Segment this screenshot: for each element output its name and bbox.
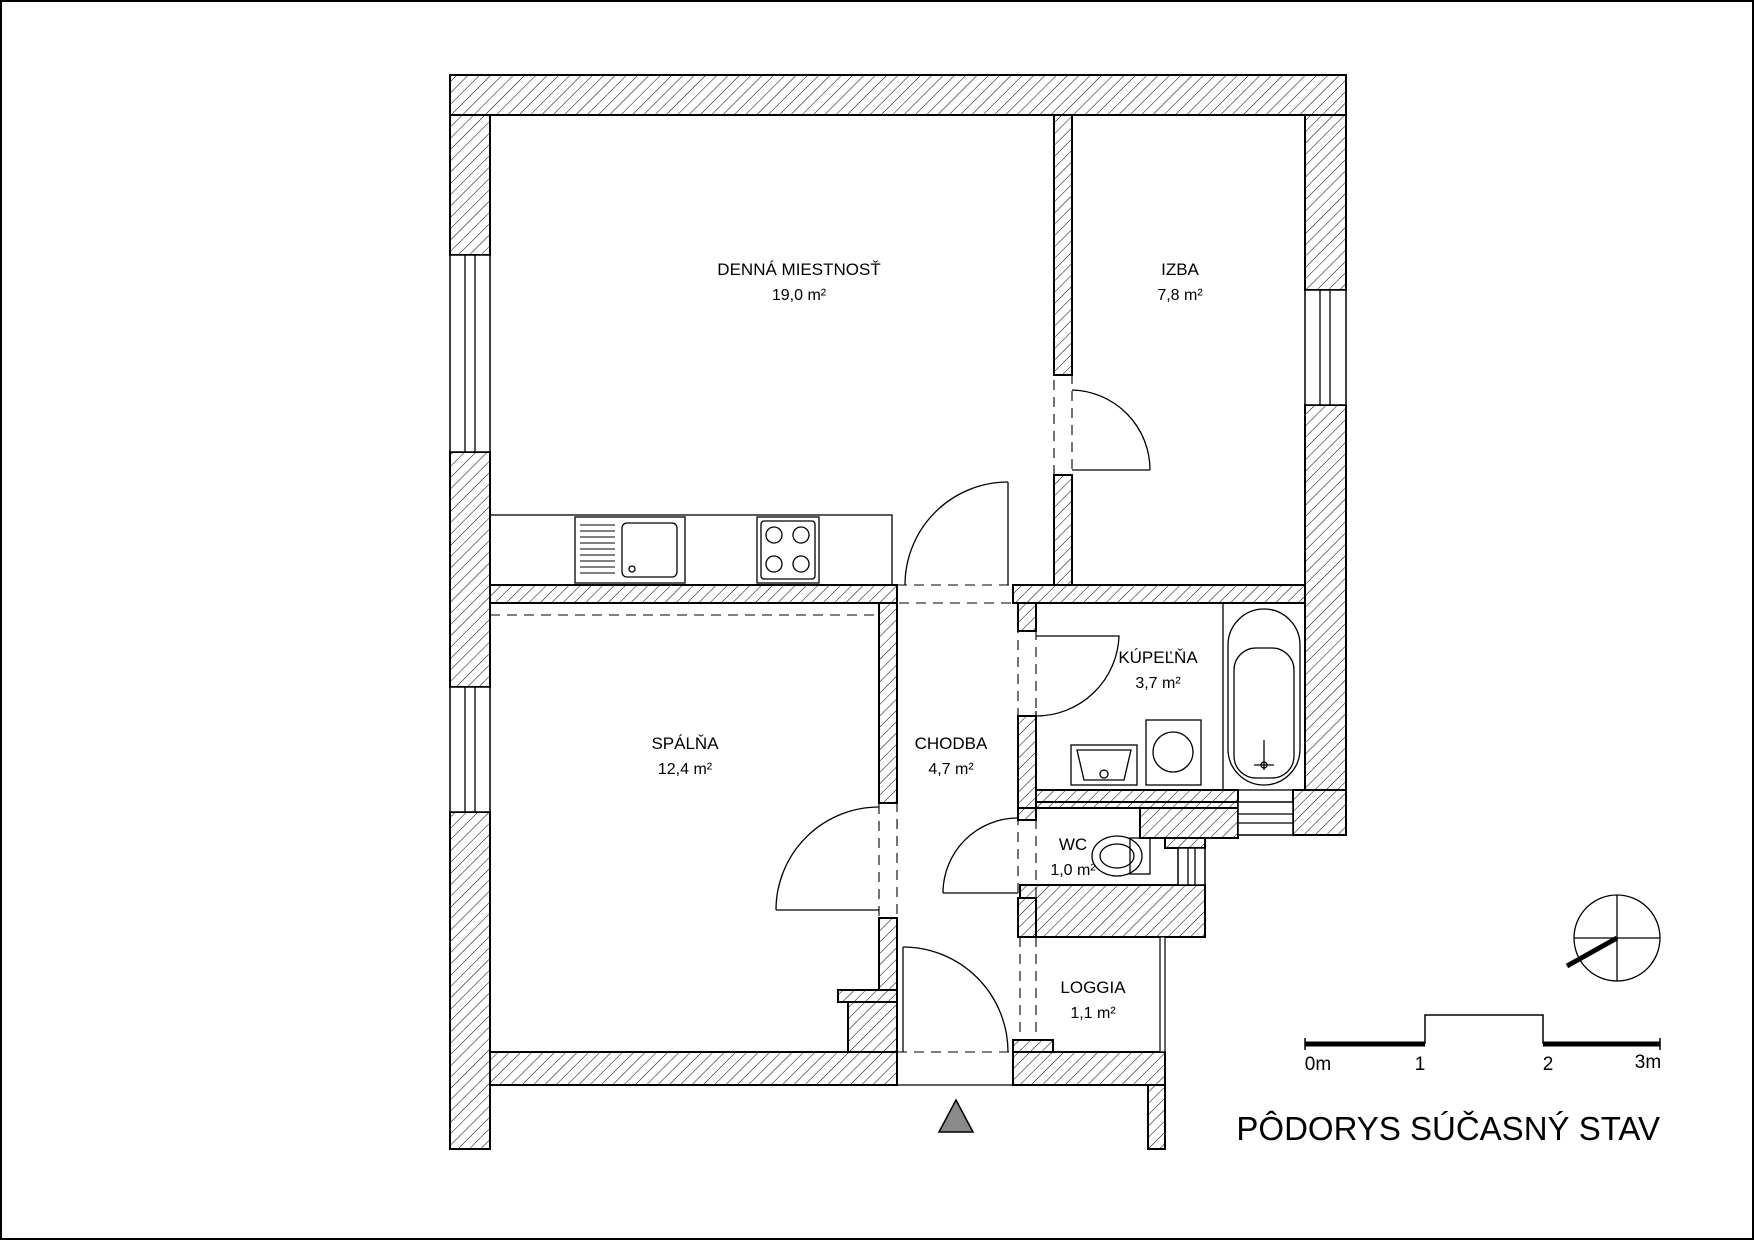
cooktop-icon bbox=[756, 516, 820, 584]
window-izba bbox=[1304, 289, 1347, 406]
washing-machine-icon bbox=[1145, 719, 1202, 786]
wall-hall-top-right bbox=[1012, 584, 1306, 604]
washbasin-icon bbox=[1070, 744, 1138, 786]
scale-label-1: 1 bbox=[1415, 1054, 1426, 1075]
wall-left-2 bbox=[449, 451, 491, 688]
loggia-railing bbox=[1159, 936, 1166, 1053]
room-name-wc: WC bbox=[1059, 835, 1087, 854]
wall-bedroom-right-1 bbox=[878, 602, 898, 804]
wall-bottom-left bbox=[489, 1051, 898, 1086]
doors bbox=[775, 389, 1151, 1053]
entrance-arrow-icon bbox=[937, 1098, 975, 1133]
room-area-izba: 7,8 m² bbox=[1157, 287, 1203, 304]
room-name-izba: IZBA bbox=[1161, 260, 1199, 279]
door-openings bbox=[490, 374, 1073, 1086]
room-name-hallway: CHODBA bbox=[915, 734, 988, 753]
wall-bottom-right-2 bbox=[1012, 1051, 1166, 1086]
wall-bedroom-notch bbox=[837, 989, 898, 1003]
wall-kitchen-bottom bbox=[489, 584, 898, 604]
scale-label-2: 2 bbox=[1543, 1054, 1554, 1075]
wall-bath-bottom-left bbox=[1029, 789, 1239, 803]
window-wc bbox=[1177, 847, 1206, 886]
wall-wc-right-top bbox=[1164, 837, 1206, 849]
room-area-bedroom: 12,4 m² bbox=[658, 761, 713, 778]
scale-label-0: 0m bbox=[1305, 1054, 1331, 1075]
wall-partition-izba bbox=[1053, 114, 1073, 376]
room-name-living: DENNÁ MIESTNOSŤ bbox=[717, 260, 880, 279]
room-area-wc: 1,0 m² bbox=[1050, 862, 1096, 879]
toilet-icon bbox=[1091, 835, 1151, 877]
wall-partition-izba-2 bbox=[1053, 474, 1073, 586]
window-living bbox=[449, 254, 491, 453]
wall-wc-left-2 bbox=[1017, 897, 1037, 938]
scale-bar: 0m 1 2 3m bbox=[1304, 1014, 1661, 1075]
room-area-loggia: 1,1 m² bbox=[1070, 1005, 1116, 1022]
wall-right-2 bbox=[1304, 404, 1347, 836]
room-area-living: 19,0 m² bbox=[772, 287, 827, 304]
wall-wc-jog bbox=[1139, 807, 1239, 839]
wall-bath-left-2 bbox=[1017, 715, 1037, 809]
wall-top bbox=[449, 74, 1347, 116]
wall-bath-bottom-right bbox=[1292, 789, 1347, 836]
wall-bedroom-right-2 bbox=[878, 917, 898, 991]
window-bathroom bbox=[1237, 801, 1294, 836]
room-labels: DENNÁ MIESTNOSŤ 19,0 m² IZBA 7,8 m² KÚPE… bbox=[651, 260, 1203, 1022]
scale-label-3: 3m bbox=[1635, 1052, 1661, 1073]
wall-left-3 bbox=[449, 811, 491, 1150]
wall-lower-right-stub bbox=[1147, 1084, 1166, 1150]
north-arrow-icon bbox=[1565, 894, 1661, 982]
sink-icon bbox=[574, 516, 686, 584]
room-name-bedroom: SPÁLŇA bbox=[651, 734, 719, 753]
drawing-title: PÔDORYS SÚČASNÝ STAV bbox=[1236, 1110, 1660, 1147]
bathtub-icon bbox=[1222, 602, 1306, 791]
wall-wc-left-1 bbox=[1017, 807, 1037, 821]
room-name-bathroom: KÚPEĽŇA bbox=[1118, 648, 1198, 667]
room-area-hallway: 4,7 m² bbox=[928, 761, 974, 778]
wall-left-1 bbox=[449, 114, 491, 256]
window-bedroom bbox=[449, 686, 491, 813]
bathroom-fixtures bbox=[1070, 602, 1306, 791]
wall-bath-left-1 bbox=[1017, 602, 1037, 632]
room-name-loggia: LOGGIA bbox=[1060, 978, 1126, 997]
room-area-bathroom: 3,7 m² bbox=[1135, 675, 1181, 692]
kitchen-counter bbox=[489, 514, 893, 586]
wall-wc-bottom bbox=[1019, 884, 1206, 938]
windows bbox=[449, 254, 1347, 1053]
wall-bedroom-corner bbox=[847, 1001, 898, 1053]
wall-right-1 bbox=[1304, 114, 1347, 291]
walls bbox=[449, 74, 1347, 1150]
